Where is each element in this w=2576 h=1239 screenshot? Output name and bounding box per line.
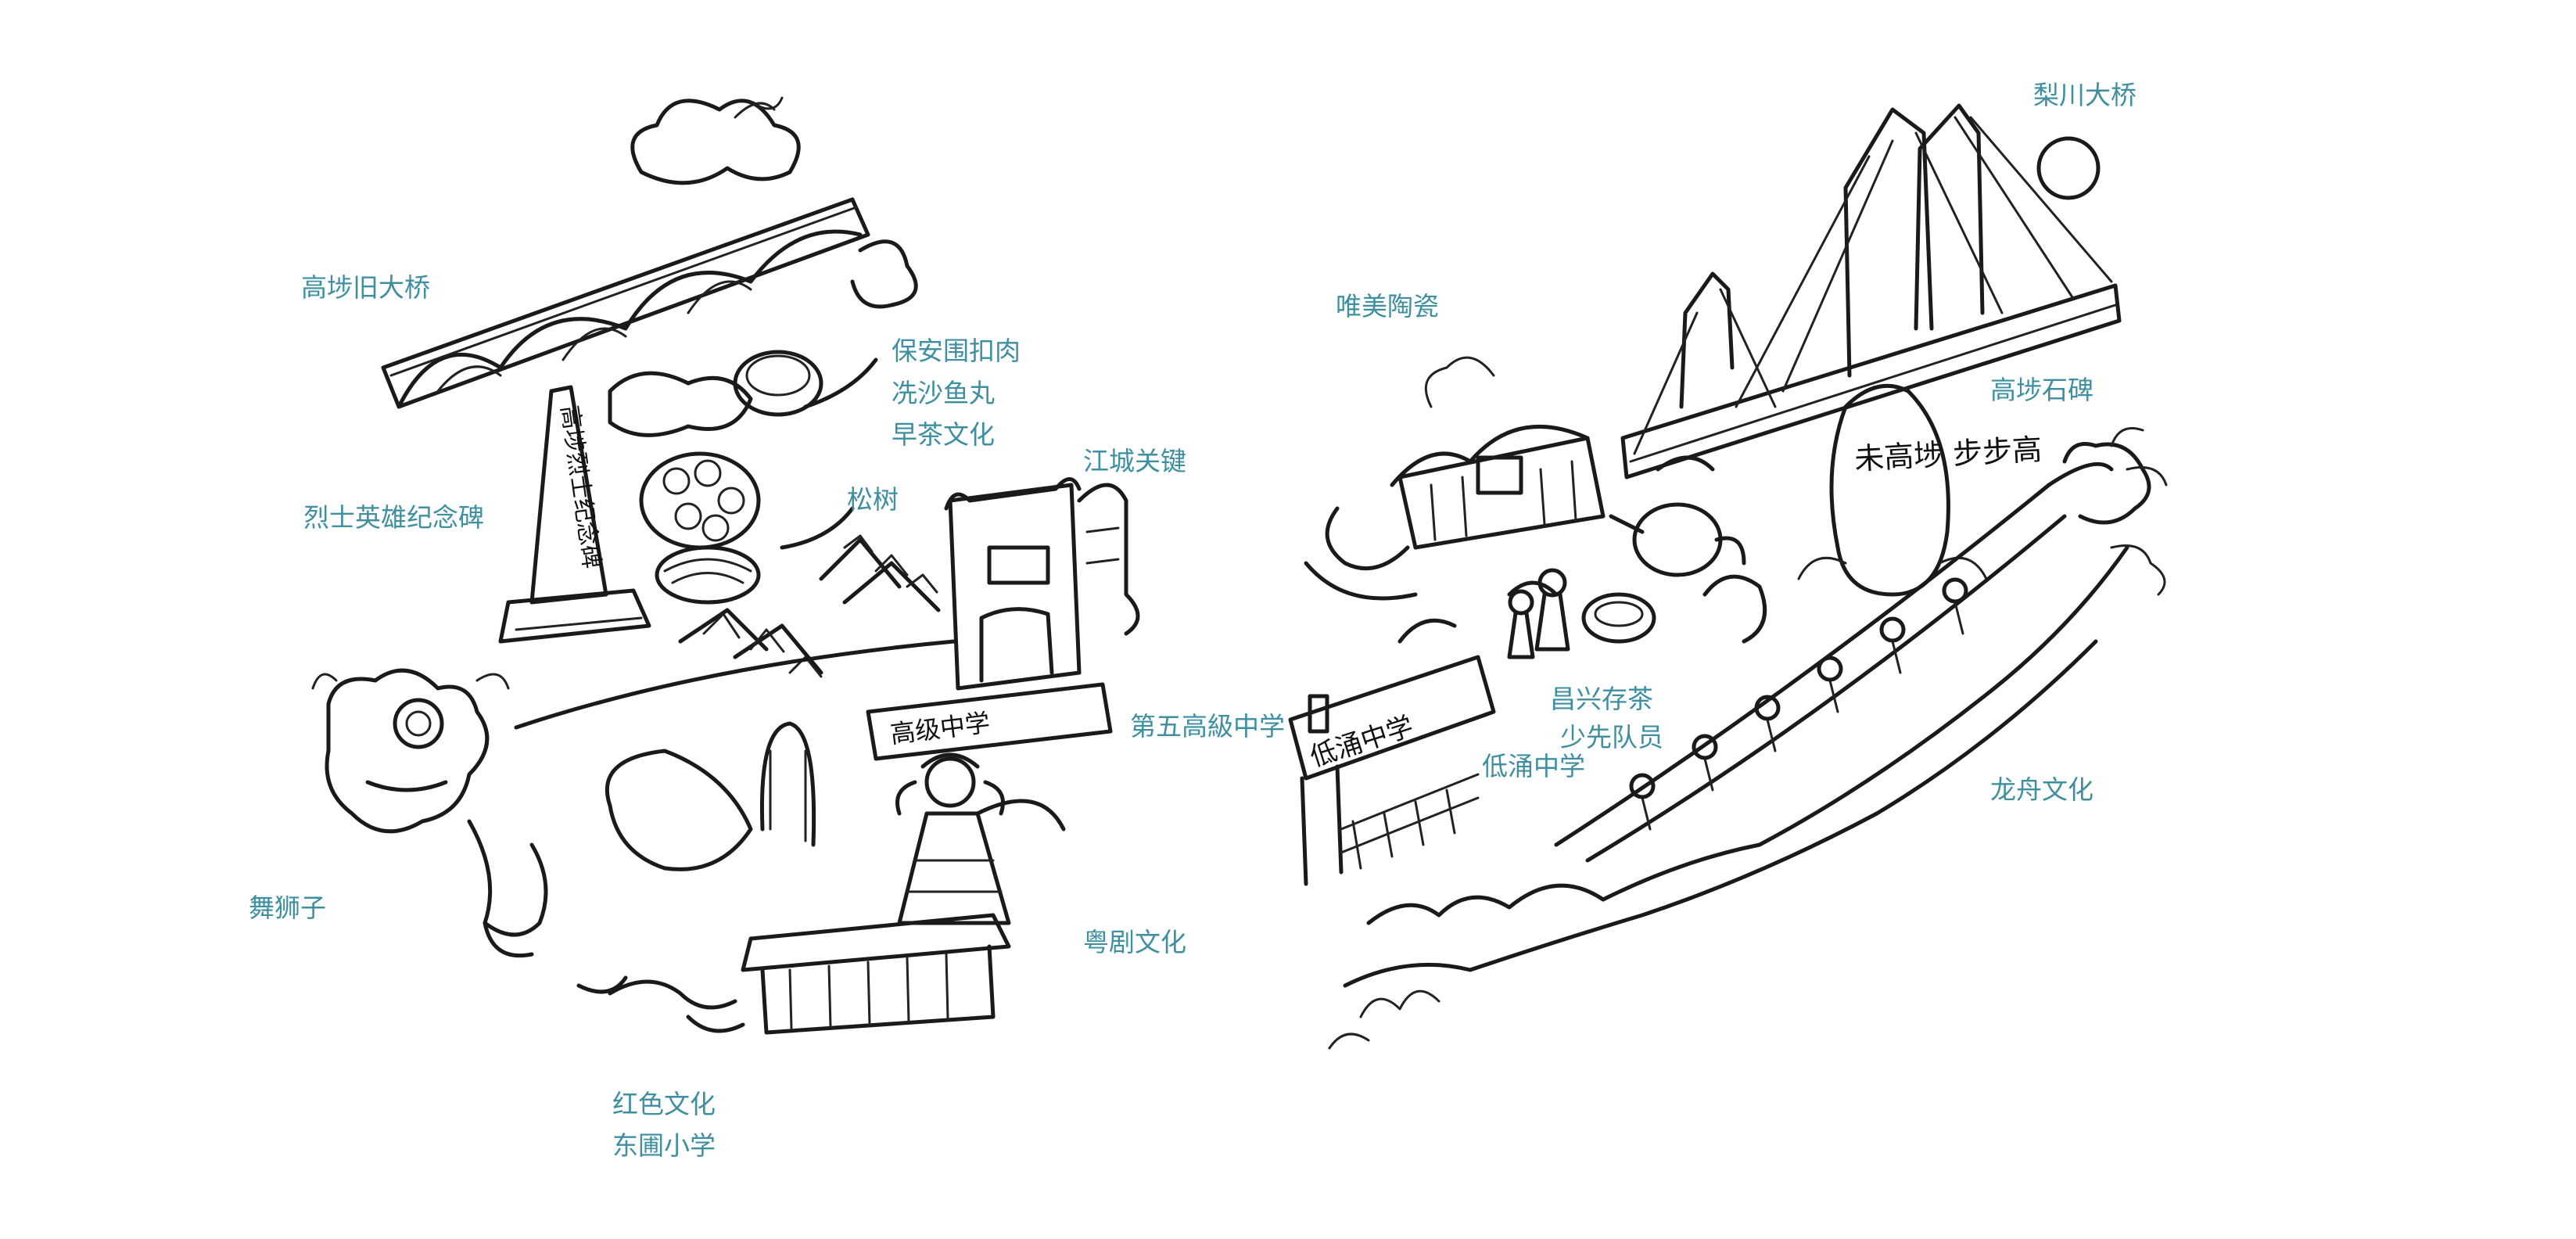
lichuan-bridge-drawing bbox=[1620, 103, 2122, 479]
fifth-school-handwriting: 高级中学 bbox=[888, 708, 992, 749]
label-red-culture: 红色文化 bbox=[612, 1089, 716, 1119]
stone-tablet-handwriting: 未高埗 步步高 bbox=[1853, 432, 2043, 476]
label-lion-dance: 舞狮子 bbox=[249, 892, 326, 923]
label-morning-tea: 早茶文化 bbox=[892, 419, 995, 450]
label-baoanwei-pork: 保安围扣肉 bbox=[892, 336, 1021, 366]
school-gate-handwriting: 低涌中学 bbox=[1306, 710, 1417, 773]
monument-handwriting: 高埗烈士纪念碑 bbox=[555, 404, 605, 570]
label-martyrs-monument: 烈士英雄纪念碑 bbox=[303, 502, 484, 533]
jiangcheng-gate-drawing bbox=[944, 477, 1140, 691]
cantonese-opera-drawing bbox=[895, 752, 1066, 925]
label-xiansha-fishball: 冼沙鱼丸 bbox=[892, 378, 995, 408]
red-culture-building-drawing bbox=[576, 913, 1011, 1035]
pine-trees-drawing bbox=[514, 534, 956, 730]
lion-dance-drawing bbox=[311, 668, 548, 958]
label-gaobu-stone-tablet: 高埗石碑 bbox=[1990, 375, 2093, 405]
label-dichong-middle: 低涌中学 bbox=[1482, 751, 1585, 781]
dichong-school-gate-drawing: 低涌中学 bbox=[1288, 580, 1559, 886]
label-lichuan-bridge: 梨川大桥 bbox=[2033, 80, 2137, 110]
martyrs-monument-drawing: 高埗烈士纪念碑 bbox=[498, 385, 651, 644]
young-pioneers-drawing bbox=[1507, 568, 1570, 659]
changxing-tea-drawing bbox=[1581, 455, 1767, 644]
label-pine-tree: 松树 bbox=[847, 484, 899, 515]
label-gaobu-old-bridge: 高埗旧大桥 bbox=[301, 272, 430, 303]
label-dongwei-primary: 东圃小学 bbox=[612, 1130, 716, 1161]
label-young-pioneers: 少先队员 bbox=[1560, 722, 1663, 752]
dragon-boat-drawing bbox=[1328, 427, 2168, 1050]
gaobu-old-bridge-drawing bbox=[381, 96, 918, 409]
label-weimei-ceramics: 唯美陶瓷 bbox=[1336, 291, 1439, 321]
label-fifth-high-school: 第五高級中学 bbox=[1130, 711, 1285, 742]
label-changxing-tea: 昌兴存茶 bbox=[1550, 684, 1653, 714]
label-jiangcheng-key: 江城关键 bbox=[1083, 446, 1186, 476]
morning-tea-food-drawing bbox=[608, 350, 878, 605]
label-dragon-boat: 龙舟文化 bbox=[1990, 774, 2093, 805]
label-cantonese-opera: 粤剧文化 bbox=[1083, 927, 1186, 957]
weimei-ceramics-building-drawing bbox=[1304, 356, 1606, 601]
fifth-high-school-drawing: 高级中学 bbox=[605, 682, 1113, 871]
